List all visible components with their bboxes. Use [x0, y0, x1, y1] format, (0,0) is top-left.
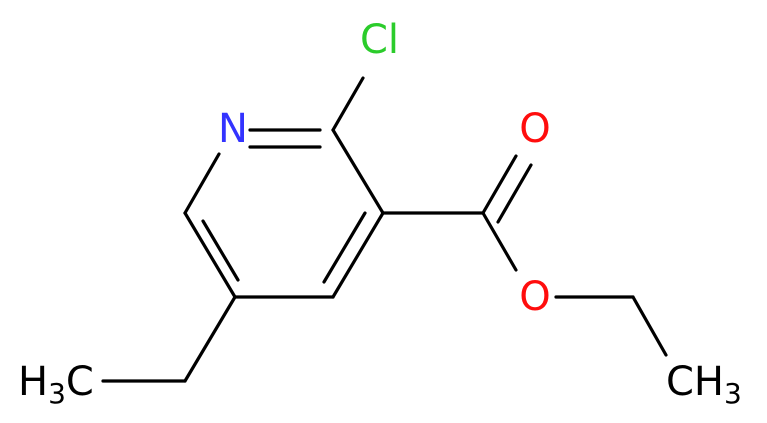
bond-c3-c4-double	[322, 211, 367, 284]
bond-c2-cl	[331, 76, 365, 132]
methyl-left-prefix: H	[18, 359, 48, 405]
nitrogen-label: N	[218, 106, 248, 152]
carbonyl-oxygen-label: O	[519, 106, 550, 152]
methyl-left-symbol: C	[66, 359, 94, 405]
chlorine-label: Cl	[360, 17, 399, 63]
methyl-right-subscript: 3	[724, 377, 742, 410]
methyl-right-symbol: CH	[666, 359, 724, 405]
bond-c5-ch2	[183, 295, 237, 383]
methyl-right-label: CH3	[666, 359, 742, 410]
bond-carbonyl-o-double	[496, 163, 533, 224]
methyl-left-subscript: 3	[48, 377, 66, 410]
ester-oxygen-label: O	[519, 274, 550, 320]
bond-ch2-ch3	[631, 295, 668, 357]
bond-carbonyl-o	[481, 154, 518, 215]
methyl-left-label: H3C	[18, 359, 94, 410]
bond-c2-c3	[331, 128, 385, 215]
bond-c6-n	[183, 152, 221, 215]
bond-c5-c6	[183, 211, 237, 299]
bond-carbonyl-oester	[481, 211, 518, 272]
bond-c3-c4	[331, 211, 385, 299]
bond-c5-c6-double	[201, 219, 240, 282]
